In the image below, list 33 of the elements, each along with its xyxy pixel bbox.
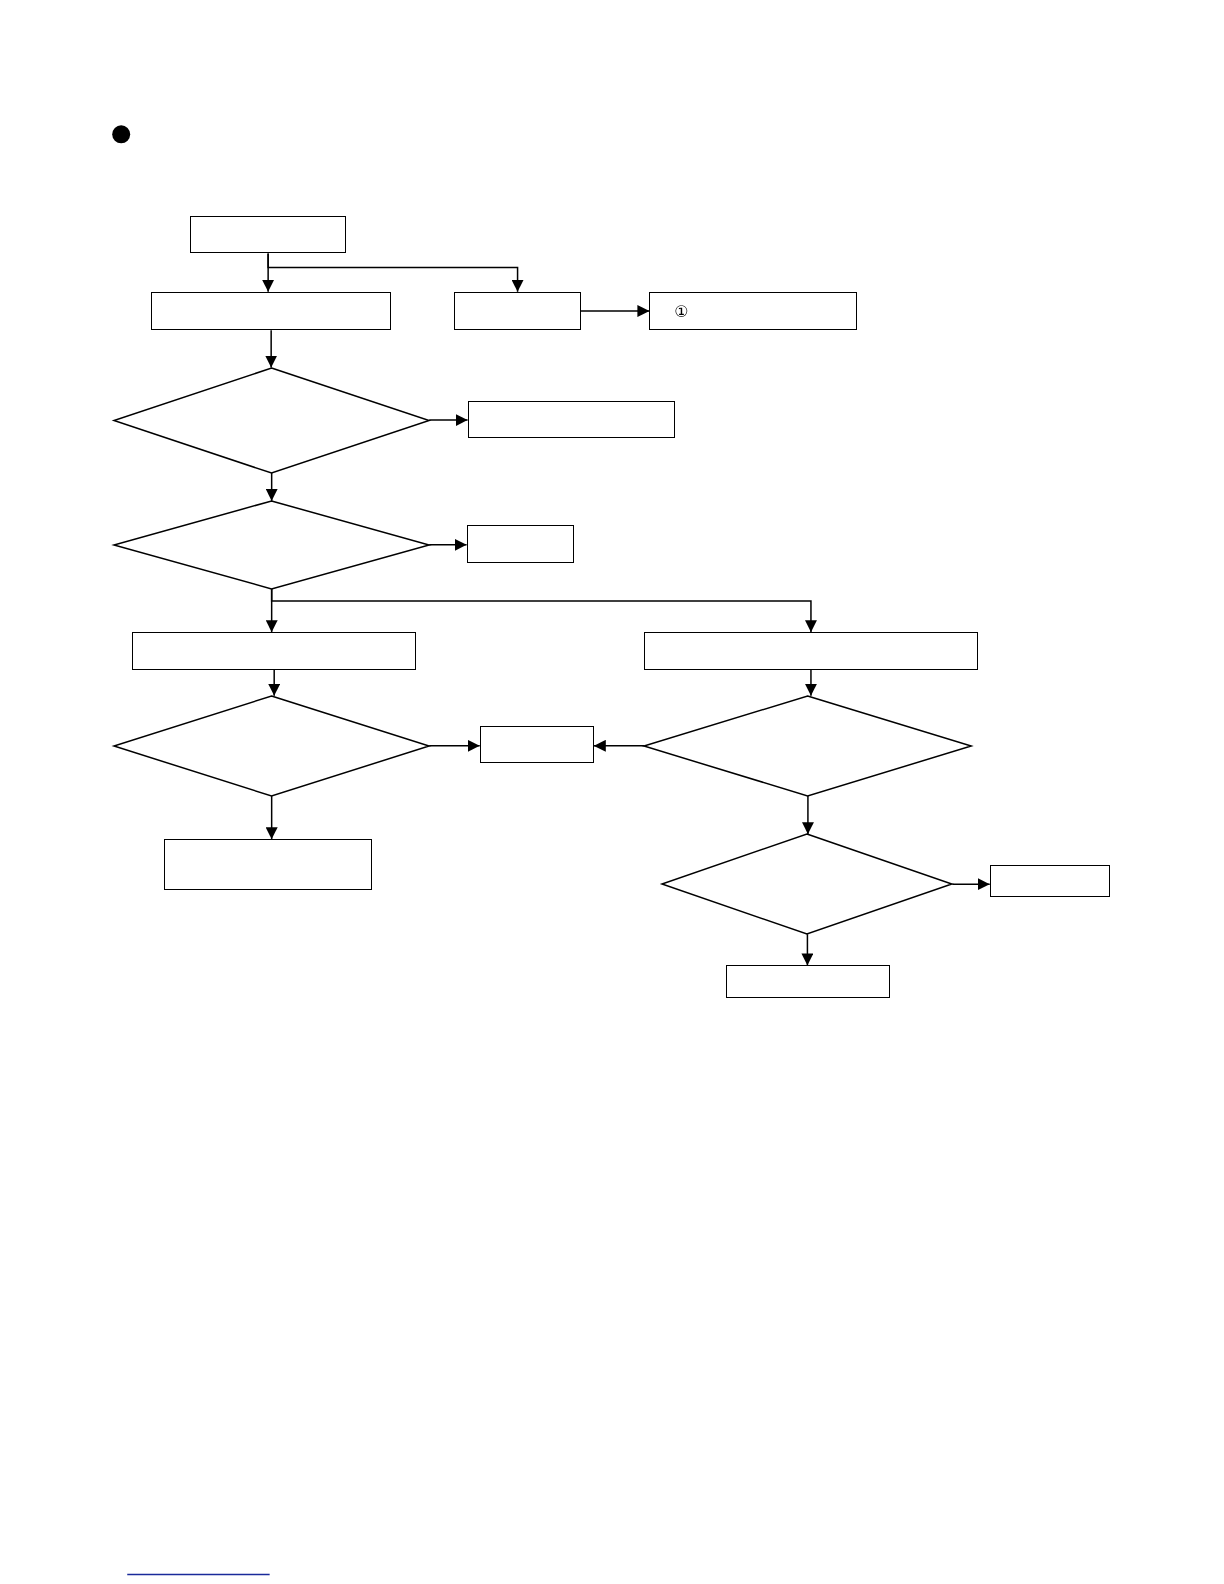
process-box	[189, 216, 347, 254]
decision-diamond	[644, 695, 972, 796]
arrow	[801, 933, 814, 967]
process-box	[479, 726, 594, 764]
arrow	[268, 668, 281, 697]
process-box	[466, 525, 574, 563]
decision-diamond	[114, 367, 430, 473]
arrow	[270, 588, 817, 633]
process-box	[132, 632, 417, 670]
process-box	[989, 865, 1110, 897]
arrow	[428, 414, 469, 427]
process-box	[467, 400, 675, 439]
process-box	[726, 965, 890, 998]
arrow	[593, 739, 646, 752]
arrow	[951, 878, 991, 891]
process-box	[644, 632, 978, 670]
decision-diamond	[114, 695, 430, 796]
process-box	[649, 291, 858, 331]
process-box	[151, 291, 391, 331]
arrow	[428, 739, 481, 752]
arrow	[804, 668, 817, 697]
process-box	[163, 839, 372, 890]
arrow	[579, 305, 651, 318]
decision-diamond	[662, 834, 953, 935]
decision-diamond	[114, 500, 430, 589]
arrow	[265, 795, 278, 840]
arrow	[801, 795, 814, 835]
arrow	[265, 329, 278, 369]
process-box	[454, 291, 581, 331]
arrow	[265, 471, 278, 502]
arrow	[428, 538, 468, 551]
box-label: ①	[674, 301, 689, 321]
arrow	[267, 252, 524, 293]
